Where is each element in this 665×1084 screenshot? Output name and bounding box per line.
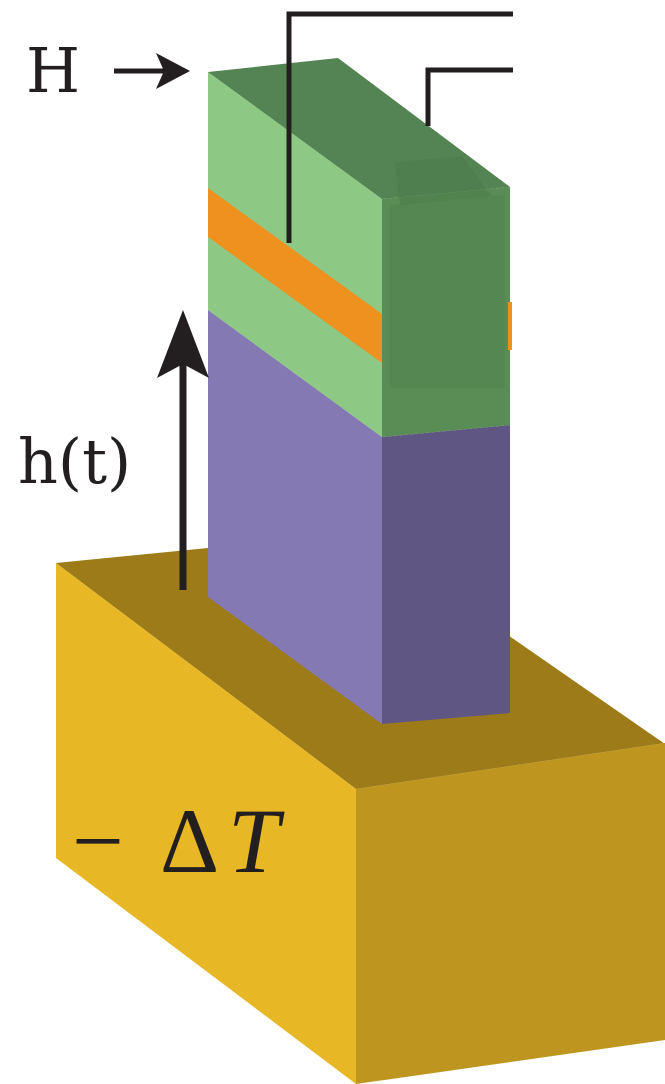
stripe-leader-line — [286, 11, 513, 243]
cap-stripe-side — [508, 302, 512, 350]
cap-side-face — [382, 187, 510, 437]
height-label: h(t) — [18, 425, 131, 498]
substrate-front-face — [56, 563, 356, 1084]
temperature-label: − Δ T — [72, 790, 285, 892]
field-indicator: H — [26, 34, 190, 107]
substrate-right-face — [356, 743, 665, 1084]
temperature-minus: − — [72, 790, 124, 892]
column-front-face — [208, 310, 382, 724]
right-arrow-icon — [114, 53, 190, 89]
up-arrow-icon — [157, 310, 209, 590]
field-label: H — [26, 34, 80, 107]
cap-inner-notch — [395, 156, 492, 205]
crystal-column — [208, 310, 510, 724]
growth-indicator: h(t) — [18, 310, 209, 590]
leader-lines — [286, 11, 513, 243]
temperature-delta: Δ — [160, 790, 219, 892]
temperature-variable: T — [228, 790, 285, 892]
cap-inner-highlight — [390, 195, 505, 388]
cap-leader-line — [425, 67, 513, 126]
cap-stripe-front — [208, 188, 382, 363]
column-side-face — [382, 425, 510, 724]
cap-layer — [208, 58, 512, 437]
